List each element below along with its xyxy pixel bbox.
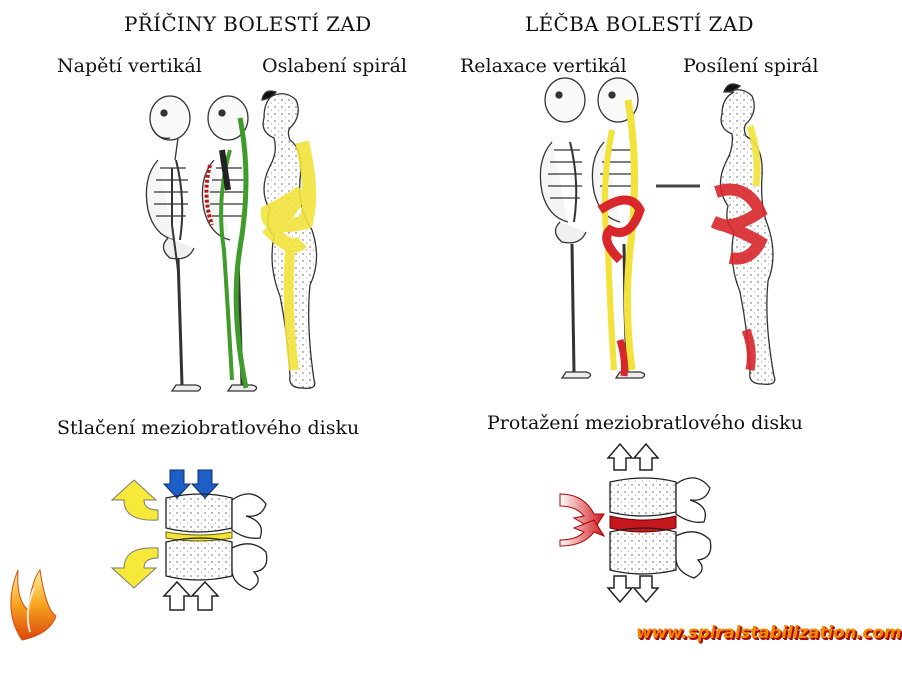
skeleton-figure: [145, 95, 202, 392]
compression-arrow-icon: [162, 469, 192, 499]
traction-arrow-icon: [606, 575, 634, 604]
spiral-stabilization-logo: [10, 568, 57, 641]
strong-spiral-figure: [656, 83, 776, 385]
spiral-weakening-label: Oslabení spirál: [262, 55, 407, 77]
skeleton-figure-2: [539, 77, 592, 379]
weak-spiral-figure: [261, 90, 318, 389]
stretched-disc-diagram: [559, 442, 712, 604]
compressed-disc-diagram: [110, 469, 268, 611]
vertical-tension-figure: [201, 95, 258, 392]
treatment-title: LÉČBA BOLESTÍ ZAD: [525, 12, 754, 36]
pressure-arrow-icon: [190, 580, 220, 611]
inflow-arrow-icon: [559, 519, 606, 547]
disc-stretching-label: Protažení meziobratlového disku: [487, 412, 803, 434]
vertical-relaxation-label: Relaxace vertikál: [460, 55, 627, 77]
traction-arrow-icon: [606, 442, 634, 471]
traction-arrow-icon: [632, 575, 660, 604]
traction-arrow-icon: [632, 442, 660, 471]
spiral-strengthening-label: Posílení spirál: [683, 55, 819, 77]
pressure-arrow-icon: [162, 580, 192, 611]
website-link[interactable]: www.spiralstabilization.com: [636, 623, 902, 643]
compression-arrow-icon: [190, 469, 220, 499]
disc-compression-label: Stlačení meziobratlového disku: [57, 417, 360, 439]
bulge-arrow-icon: [110, 479, 159, 521]
vertical-tension-label: Napětí vertikál: [57, 55, 202, 77]
vertical-relaxation-figure: [591, 77, 646, 379]
causes-title: PŘÍČINY BOLESTÍ ZAD: [124, 12, 372, 36]
bulge-arrow-icon: [110, 547, 159, 589]
